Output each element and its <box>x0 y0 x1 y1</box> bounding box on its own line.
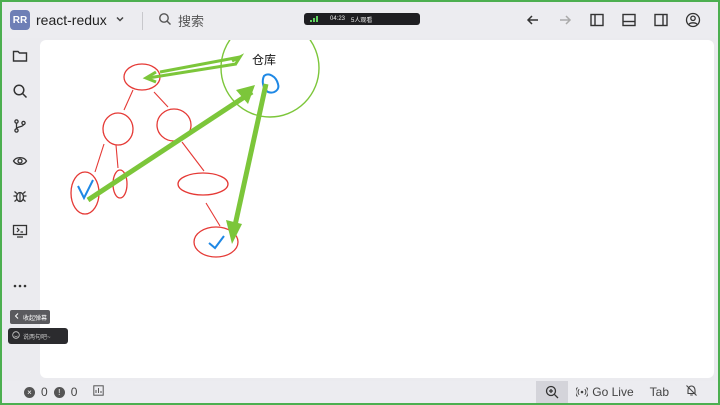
account-icon[interactable] <box>684 11 702 29</box>
title-separator <box>142 12 143 30</box>
problems-indicator[interactable]: × 0 ! 0 <box>24 385 105 399</box>
chevron-left-icon <box>14 313 20 321</box>
search-icon <box>158 12 172 29</box>
comment-placeholder: 说两句吧~ <box>23 334 51 341</box>
activity-bar <box>2 38 38 381</box>
tab-size-indicator[interactable]: Tab <box>649 385 669 399</box>
collapse-danmaku-label: 收起弹幕 <box>23 315 48 322</box>
explorer-icon[interactable] <box>10 46 30 66</box>
smile-icon <box>12 331 20 341</box>
error-icon: × <box>24 386 35 398</box>
warning-icon: ! <box>53 386 65 398</box>
edge-down-leaf <box>205 202 221 227</box>
status-actions: Go Live Tab <box>536 381 718 403</box>
chevron-down-icon <box>115 14 125 27</box>
source-control-icon[interactable] <box>10 116 30 136</box>
eye-icon[interactable] <box>10 151 30 171</box>
arrow-leaf-to-store <box>86 89 254 203</box>
project-switcher[interactable]: RR react-redux <box>10 10 125 30</box>
go-live-label: Go Live <box>592 385 634 399</box>
title-bar: RR react-redux 搜索 04:23 5人观看 <box>2 2 718 38</box>
arrow-store-to-root <box>147 62 237 80</box>
debug-icon[interactable] <box>10 186 30 206</box>
remote-explorer-icon[interactable] <box>10 221 30 241</box>
leaf-node-bottom-checked <box>193 226 239 258</box>
project-badge: RR <box>10 10 30 30</box>
arrow-root-to-store <box>159 55 241 74</box>
more-icon[interactable] <box>10 276 30 296</box>
edge-root-left <box>123 89 134 111</box>
check-icon <box>208 235 225 250</box>
annotation-drawing: 仓库 <box>70 18 320 258</box>
edge-root-right <box>153 91 169 108</box>
go-live-button[interactable]: Go Live <box>576 385 634 399</box>
broadcast-icon <box>576 387 589 397</box>
toggle-bottom-panel-icon[interactable] <box>620 11 638 29</box>
edge-left-leaf2 <box>115 144 119 169</box>
edge-right-leaf <box>181 141 205 172</box>
search-box[interactable]: 搜索 <box>158 11 204 30</box>
drawing-canvas: 仓库 <box>40 18 714 378</box>
search-sidebar-icon[interactable] <box>10 81 30 101</box>
comment-input[interactable]: 说两句吧~ <box>8 328 68 344</box>
live-viewers: 5人观看 <box>351 17 373 24</box>
project-name: react-redux <box>36 12 107 28</box>
live-time: 04:23 <box>330 16 346 22</box>
error-count: 0 <box>41 385 48 399</box>
zoom-in-icon <box>546 385 559 399</box>
toggle-right-panel-icon[interactable] <box>652 11 670 29</box>
toggle-left-panel-icon[interactable] <box>588 11 606 29</box>
back-arrow-icon[interactable] <box>524 11 542 29</box>
zoom-in-button[interactable] <box>536 381 569 403</box>
warning-count: 0 <box>70 385 78 399</box>
collapse-danmaku-tooltip[interactable]: 收起弹幕 <box>10 310 50 324</box>
store-label: 仓库 <box>252 52 276 67</box>
output-panel-icon[interactable] <box>93 385 105 399</box>
drop-icon <box>261 73 280 94</box>
title-actions <box>524 11 702 29</box>
live-status-pill: 04:23 5人观看 <box>304 13 420 25</box>
search-label: 搜索 <box>178 14 205 29</box>
status-bar: × 0 ! 0 Go Live Tab <box>2 381 718 403</box>
forward-arrow-icon[interactable] <box>556 11 574 29</box>
signal-icon <box>310 16 318 22</box>
arrow-store-to-leaf <box>231 83 269 231</box>
check-icon <box>77 179 94 201</box>
left-child-node <box>102 112 134 146</box>
notifications-muted-icon[interactable] <box>685 384 698 400</box>
leaf-node-wide <box>177 172 229 196</box>
edge-left-leaf <box>94 143 105 173</box>
